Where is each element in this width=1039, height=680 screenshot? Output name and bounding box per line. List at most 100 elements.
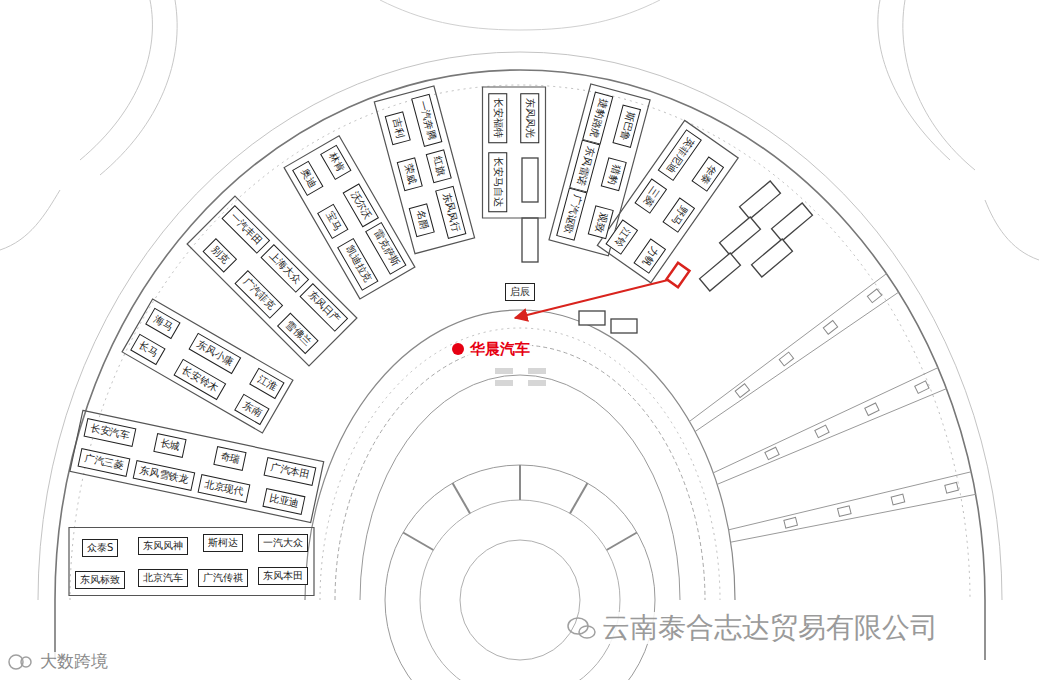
- road-curve: [878, 0, 950, 160]
- brand-name: 江淮: [255, 372, 279, 393]
- empty-booth: [752, 239, 793, 277]
- brand-name: 海马: [151, 312, 175, 333]
- booth-box: 长安马自达: [489, 152, 508, 212]
- brand-name: 众泰S: [87, 542, 113, 555]
- booth-box: 北京汽车: [138, 569, 188, 588]
- booth-box: 东风本田: [258, 567, 308, 586]
- brand-name: 三菱: [640, 184, 662, 208]
- column-line: [70, 85, 970, 600]
- booth-box: 启辰: [505, 283, 535, 302]
- brand-name: 英菲尼迪: [663, 135, 696, 175]
- booth-box: 宝马: [317, 203, 348, 238]
- hall-outline: [374, 86, 474, 254]
- brand-name: 长马: [136, 338, 160, 359]
- booth-box: 东风日产: [300, 283, 348, 331]
- outer-wall: [55, 70, 985, 600]
- brand-name: 奥迪: [298, 166, 319, 190]
- brand-name: 斯巴鲁: [617, 110, 637, 142]
- booth-box: 猎豹: [601, 157, 627, 191]
- brand-name: 东风风神: [143, 540, 183, 553]
- booth-box: 东风雷诺: [570, 139, 601, 192]
- booth-box: 东南: [234, 393, 269, 424]
- booth-box: 雷克萨斯: [365, 221, 406, 274]
- corridor-line: [360, 375, 680, 600]
- brand-name: 东风雷诺: [574, 145, 596, 187]
- booth-box: 众泰S: [82, 539, 118, 558]
- brand-name: 沃尔沃: [348, 189, 374, 221]
- stair-block: [528, 380, 546, 386]
- booth-box: 英菲尼迪: [658, 129, 702, 181]
- brand-name: 野马: [668, 203, 690, 227]
- brand-name: 林肯: [326, 150, 347, 174]
- booth-box: 吉利: [385, 111, 411, 145]
- booth-box: 广汽菲克: [235, 270, 283, 318]
- building-rib: [453, 483, 471, 513]
- road-curve: [985, 200, 1039, 260]
- booth-box: 一汽大众: [258, 534, 308, 553]
- road-curve: [0, 190, 60, 250]
- booth-box: 东风雪铁龙: [133, 459, 196, 490]
- central-building: [420, 500, 620, 680]
- brand-name: 比亚迪: [268, 492, 300, 510]
- booth-box: 广汽讴歌: [557, 187, 588, 240]
- booth-box: 东风风光: [521, 93, 540, 143]
- watermark: 云南泰合志达贸易有限公司: [600, 612, 940, 644]
- generated-plan: [38, 52, 1002, 680]
- stair-block: [528, 368, 546, 374]
- building-rib: [570, 483, 588, 513]
- road-curve: [100, 0, 177, 175]
- brand-name: 东风雪铁龙: [138, 463, 190, 486]
- hall-walls: [0, 0, 1039, 260]
- brand-name: 东南: [240, 398, 264, 419]
- service-room: [838, 506, 852, 517]
- road-curve: [903, 0, 975, 170]
- booth-box: 斯柯达: [203, 534, 243, 553]
- brand-name: 猎豹: [605, 162, 622, 185]
- brand-name: 观致: [592, 210, 609, 233]
- service-room: [891, 494, 905, 505]
- empty-booth: [720, 217, 761, 255]
- brand-name: 广汽菲克: [240, 275, 277, 312]
- brand-name: 宝马: [323, 209, 344, 233]
- brand-name: 东风标致: [80, 574, 120, 587]
- booth-box: 名爵: [409, 203, 435, 237]
- stair-block: [495, 380, 513, 386]
- callout-label: 华晨汽车: [468, 341, 532, 358]
- brand-name: 东风小康: [195, 337, 236, 368]
- brand-name: 启辰: [510, 286, 530, 299]
- booth-box: 沃尔沃: [343, 183, 379, 227]
- brand-name: 一汽奔腾: [416, 99, 438, 141]
- brand-name: 长安马自达: [492, 157, 505, 207]
- brand-name: 捷豹路虎: [587, 97, 609, 139]
- service-room: [945, 482, 959, 493]
- booth-box: 观致: [588, 205, 614, 239]
- booth-box: 一汽丰田: [222, 205, 270, 253]
- booth-box: 斯巴鲁: [613, 104, 641, 147]
- central-building: [385, 465, 655, 680]
- empty-booth: [611, 319, 637, 333]
- booth-box: 长城: [153, 433, 186, 457]
- brand-name: 华泰: [697, 162, 719, 186]
- brand-name: 雷克萨斯: [371, 227, 402, 268]
- brand-name: 长城: [159, 437, 181, 453]
- brand-name: 广汽三菱: [83, 451, 125, 472]
- outer-wall: [54, 600, 56, 660]
- booth-box: 东风风行: [436, 185, 467, 238]
- brand-name: 江铃: [611, 225, 633, 249]
- booth-box: 广汽本田: [264, 457, 317, 485]
- brand-name: 北京汽车: [143, 572, 183, 585]
- brand-name: 一汽丰田: [227, 210, 264, 247]
- hall-outline: [70, 410, 324, 522]
- service-room: [867, 289, 881, 303]
- booth-box: 凯迪拉克: [337, 237, 378, 290]
- service-room: [779, 352, 793, 366]
- empty-booth: [772, 203, 813, 241]
- service-room: [915, 381, 929, 393]
- brand-name: 凯迪拉克: [343, 243, 374, 284]
- service-room: [823, 321, 837, 335]
- empty-booth: [522, 218, 538, 262]
- booth-box: 华泰: [692, 156, 724, 191]
- booth-box: 力帆: [634, 238, 666, 273]
- booth-box: 广汽传祺: [198, 569, 248, 588]
- brand-name: 斯柯达: [208, 537, 238, 550]
